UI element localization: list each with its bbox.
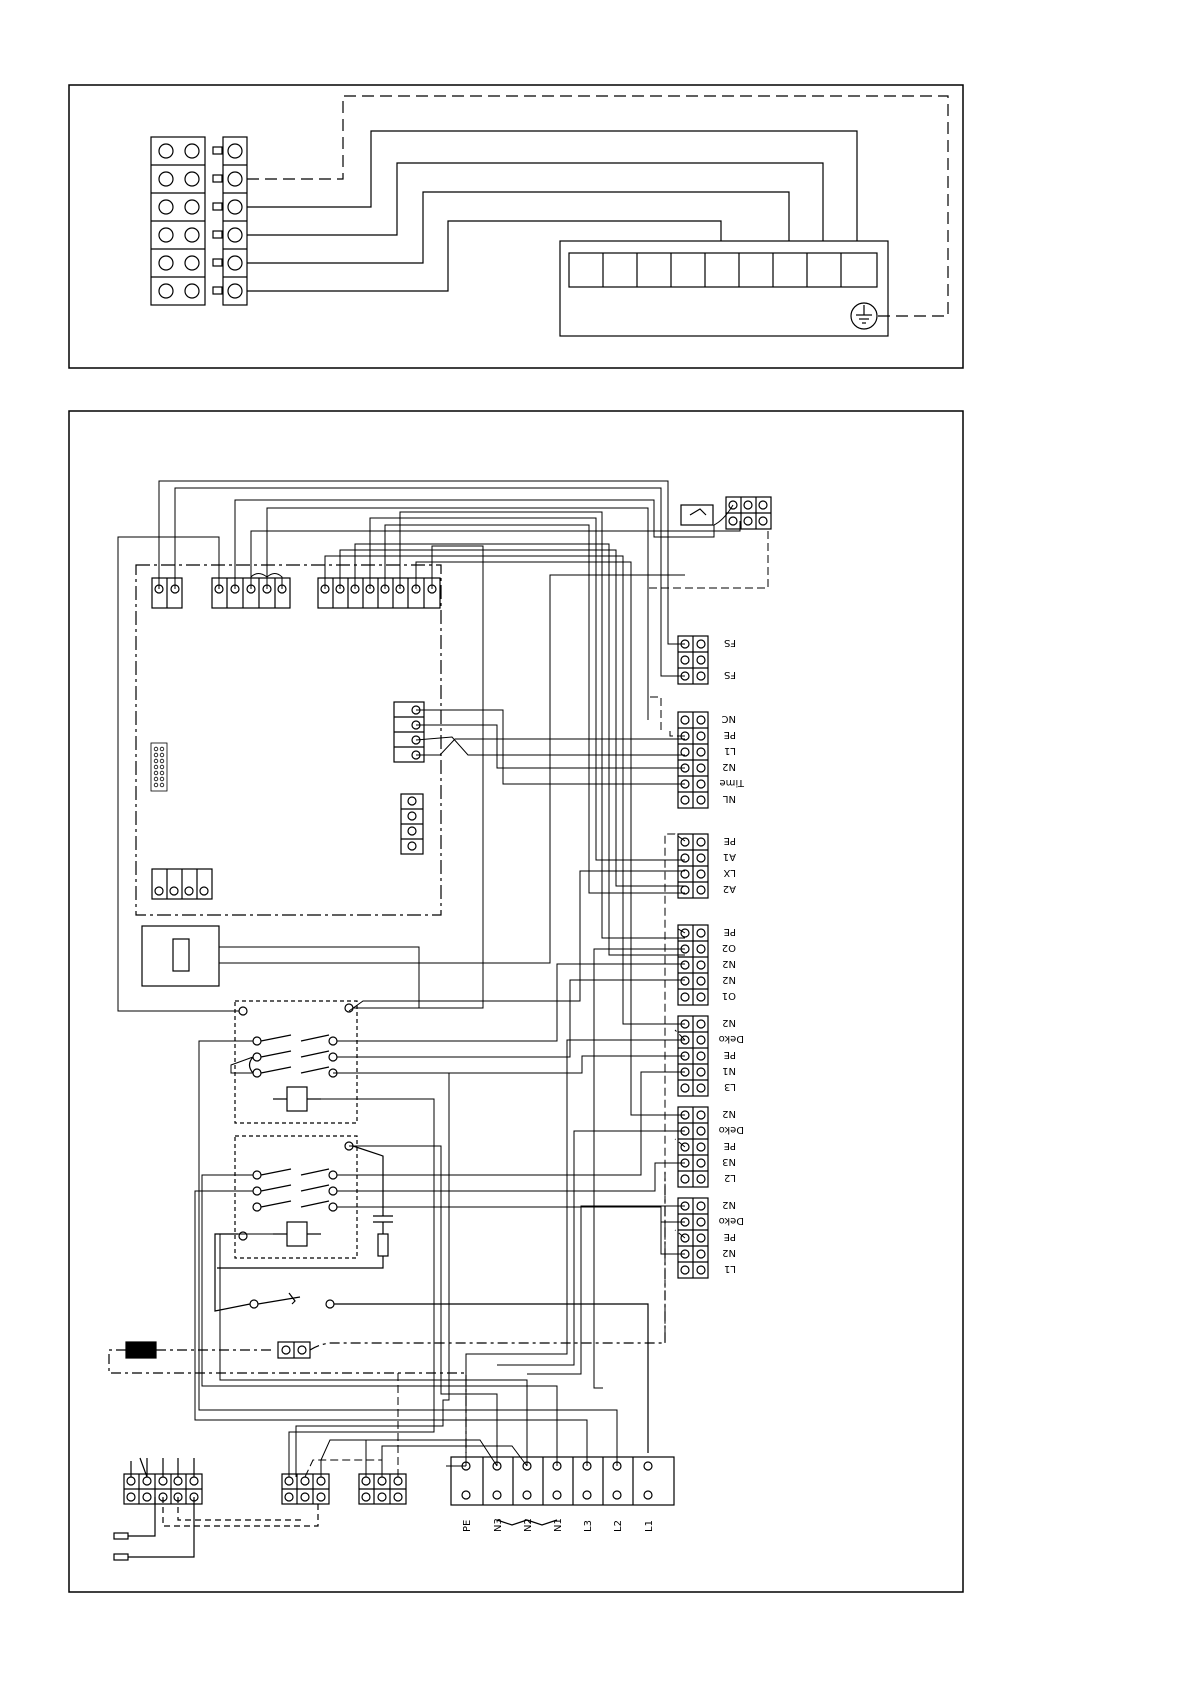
label-fs-1: FS xyxy=(724,637,736,648)
label-g6-1: Deko xyxy=(719,1215,744,1226)
relay-2 xyxy=(235,1136,357,1258)
main-label-n3: N3 xyxy=(493,1518,504,1532)
label-g3-1: O2 xyxy=(722,942,736,953)
label-g5-0: N2 xyxy=(722,1108,736,1119)
board-connector-c xyxy=(318,578,440,608)
mid-terminal-block-1 xyxy=(282,1474,329,1504)
board-connector-a xyxy=(152,578,182,608)
bottom-panel: FS FS NC PE L1 N2 Time NL PE A1 LX A2 PE… xyxy=(69,411,963,1592)
mid-terminal-block-2 xyxy=(359,1474,406,1504)
control-board-outline xyxy=(136,565,441,915)
label-fs-3: FS xyxy=(724,669,736,680)
bottom-left-terminal-block xyxy=(114,1458,318,1560)
main-label-l1: L1 xyxy=(644,1520,655,1532)
terminal-group-3 xyxy=(678,925,708,1005)
label-g4-3: N1 xyxy=(722,1065,736,1076)
label-g5-2: PE xyxy=(724,1140,736,1151)
terminal-group-1 xyxy=(678,712,708,808)
label-g1-5: NL xyxy=(723,793,736,804)
label-g3-2: N2 xyxy=(722,958,736,969)
label-g5-1: Deko xyxy=(719,1124,744,1135)
main-label-n1: N1 xyxy=(553,1518,564,1532)
label-g6-3: N2 xyxy=(722,1247,736,1258)
top-panel-frame xyxy=(69,85,963,368)
label-g3-0: PE xyxy=(724,926,736,937)
main-label-l2: L2 xyxy=(613,1520,624,1532)
label-g5-3: N3 xyxy=(722,1156,736,1167)
top-terminal-strip xyxy=(213,137,247,305)
label-g4-4: L3 xyxy=(724,1081,736,1092)
terminal-group-2 xyxy=(678,834,708,898)
top-wires xyxy=(247,96,948,316)
main-label-pe: PE xyxy=(462,1520,473,1532)
board-connector-d xyxy=(394,702,424,762)
main-label-l3: L3 xyxy=(583,1520,594,1532)
label-g3-3: N2 xyxy=(722,974,736,985)
label-g1-4: Time xyxy=(720,777,745,788)
label-g1-3: N2 xyxy=(722,761,736,772)
top-double-terminal-block xyxy=(151,137,205,305)
label-g4-2: PE xyxy=(724,1049,736,1060)
resistor xyxy=(378,1234,388,1256)
label-g6-4: L1 xyxy=(724,1263,736,1274)
label-g5-4: L2 xyxy=(724,1172,736,1183)
label-g2-0: PE xyxy=(724,835,736,846)
label-g4-0: N2 xyxy=(722,1017,736,1028)
earth-ground-icon xyxy=(851,303,877,329)
board-connector-f xyxy=(152,869,212,899)
label-g2-3: A2 xyxy=(723,883,736,894)
label-g6-0: N2 xyxy=(722,1199,736,1210)
label-g2-1: A1 xyxy=(723,851,736,862)
main-label-n2: N2 xyxy=(523,1518,534,1532)
display-module xyxy=(142,926,219,986)
temperature-sensor xyxy=(109,1172,665,1453)
relay-2-coil xyxy=(287,1222,307,1246)
top-device-box xyxy=(560,241,888,336)
board-connector-e xyxy=(401,794,423,854)
top-panel xyxy=(69,85,963,368)
terminal-group-5 xyxy=(678,1107,708,1187)
label-g6-2: PE xyxy=(724,1231,736,1242)
label-g1-2: L1 xyxy=(724,745,736,756)
top-right-switch xyxy=(681,497,771,529)
fs-terminal-group xyxy=(678,636,708,684)
label-g1-0: NC xyxy=(722,713,736,724)
label-g4-1: Deko xyxy=(719,1033,744,1044)
bottom-wires xyxy=(118,481,768,1477)
label-g3-4: O1 xyxy=(722,990,736,1001)
relay-1 xyxy=(235,1001,357,1123)
label-g1-1: PE xyxy=(724,729,736,740)
board-pin-header xyxy=(151,743,167,791)
relay-1-coil xyxy=(287,1087,307,1111)
label-g2-2: LX xyxy=(723,867,736,878)
main-supply-terminal xyxy=(451,1457,674,1525)
terminal-group-6 xyxy=(678,1198,708,1278)
